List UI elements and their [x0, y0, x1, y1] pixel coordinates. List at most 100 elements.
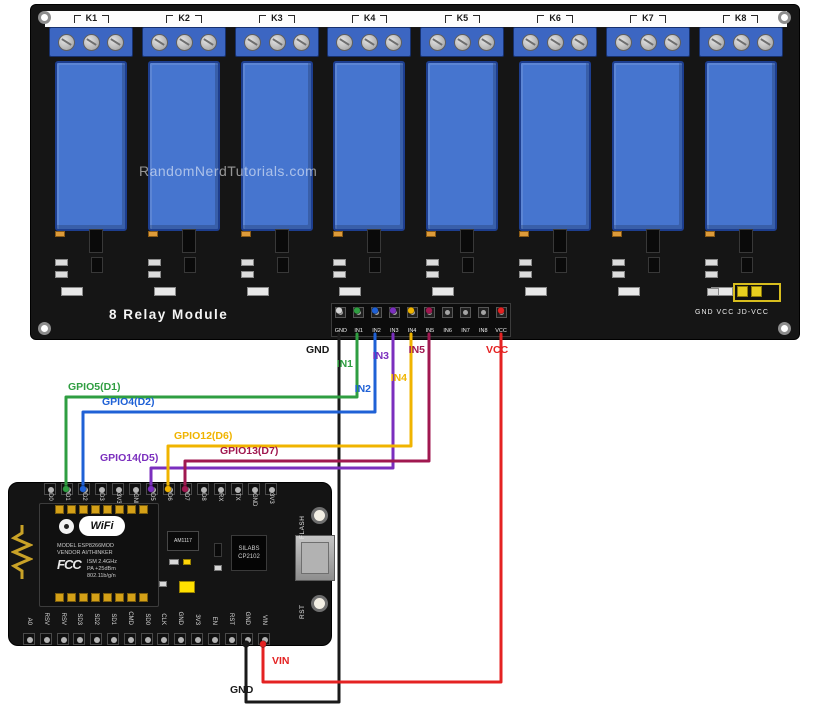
terminal-block [420, 27, 504, 57]
relay-label: K5 [456, 13, 469, 23]
pin-en: EN [208, 617, 220, 645]
pin-sd3: SD3 [73, 613, 85, 645]
terminal-screw [478, 33, 496, 51]
relay-top-strip: K1 K2 K3 K4 K5 K6 K7 K8 [45, 11, 787, 27]
terminal-block [327, 27, 411, 57]
pin-d6: D6 [163, 483, 175, 501]
pin-gnd-b2: GND [241, 612, 253, 645]
label-in2: IN2 [354, 383, 371, 395]
smd-led [333, 231, 343, 237]
pin-a0: A0 [23, 618, 35, 645]
relay-k6-label-cell: K6 [509, 11, 602, 27]
pin-d7: D7 [180, 483, 192, 501]
label-in3: IN3 [372, 350, 389, 362]
pin-in2: IN2 [368, 304, 386, 336]
pin-gnd2: GND [248, 483, 260, 506]
label-vin: VIN [272, 655, 290, 667]
terminal-screw [664, 33, 682, 51]
terminal-screw [57, 33, 75, 51]
pin-rst: RST [225, 613, 237, 645]
pin-gnd: GND [332, 304, 350, 336]
resistor [241, 271, 254, 278]
pin-pad [258, 633, 270, 645]
pin-rsv2: RSV [57, 613, 69, 645]
transistor [367, 229, 381, 253]
label-gpio13-d7: GPIO13(D7) [220, 445, 279, 457]
nodemcu-board: D0 D1 D2 D3 3V3 GND D5 D6 D7 D8 RX TX GN… [8, 482, 335, 646]
label-gpio4-d2: GPIO4(D2) [102, 396, 155, 408]
mounting-hole [38, 11, 51, 24]
pin-pad [23, 633, 35, 645]
wire-in3 [149, 332, 395, 491]
mounting-hole [38, 322, 51, 335]
pin-in6: IN6 [439, 304, 457, 336]
relay-k4-label-cell: K4 [323, 11, 416, 27]
terminal-screw [335, 33, 353, 51]
terminal-screw [546, 33, 564, 51]
relay-board-title: 8 Relay Module [109, 307, 229, 322]
pin-pad [442, 307, 454, 318]
pin-rsv1: RSV [40, 613, 52, 645]
pin-pad [141, 633, 153, 645]
terminal-screw [268, 33, 286, 51]
pin-d1: D1 [61, 483, 73, 501]
pin-vcc: VCC [492, 304, 510, 336]
pin-vin: VIN [258, 615, 270, 645]
resistor [705, 271, 718, 278]
transistor [184, 257, 196, 273]
mounting-hole [778, 11, 791, 24]
pin-pad [107, 633, 119, 645]
relay-channel-7 [606, 25, 690, 305]
pin-in1: IN1 [350, 304, 368, 336]
smd-led [55, 231, 65, 237]
jumper-cap [751, 286, 762, 297]
label-gnd-bottom: GND [230, 684, 254, 696]
relay-module-board: K1 K2 K3 K4 K5 K6 K7 K8 [30, 4, 800, 340]
transistor [462, 257, 474, 273]
label-gnd: GND [306, 344, 330, 356]
pcb-antenna [11, 525, 33, 579]
resistor [612, 271, 625, 278]
pin-pad [174, 633, 186, 645]
relay-label: K2 [178, 13, 190, 23]
pin-pad [90, 633, 102, 645]
smd-component [159, 581, 167, 587]
relay-label: K1 [85, 13, 98, 23]
pin-in5: IN5 [421, 304, 439, 336]
pin-3v3: 3V3 [112, 483, 124, 504]
smd-led [705, 231, 715, 237]
esp-wifi-std-text: 802.11b/g/n [87, 573, 116, 579]
smd-component [707, 288, 719, 296]
pin-pad [424, 307, 436, 318]
terminal-screw [639, 33, 657, 51]
relay-k7 [612, 61, 684, 231]
label-in4: IN4 [390, 372, 407, 384]
resistor [55, 259, 68, 266]
pin-pad [73, 633, 85, 645]
pin-sd1: SD1 [107, 613, 119, 645]
relay-label: K7 [642, 13, 654, 23]
terminal-block [49, 27, 133, 57]
terminal-screw [614, 33, 632, 51]
pin-in3: IN3 [385, 304, 403, 336]
terminal-screw [293, 33, 311, 51]
esp-vendor-text: VENDOR AI/THINKER [57, 550, 113, 556]
resistor [432, 287, 454, 296]
pin-pad [157, 633, 169, 645]
resistor [519, 259, 532, 266]
relay-k4 [333, 61, 405, 231]
terminal-screw [571, 33, 589, 51]
wifi-antenna-icon [59, 519, 74, 534]
esp-ism-text: ISM 2.4GHz [87, 559, 117, 565]
smd-led [148, 231, 158, 237]
pin-d0: D0 [44, 483, 56, 501]
watermark: RandomNerdTutorials.com [139, 163, 318, 179]
pin-d5: D5 [146, 483, 158, 501]
transistor [553, 229, 567, 253]
pin-gnd: GND [129, 483, 141, 506]
pin-pad [225, 633, 237, 645]
relay-k3 [241, 61, 313, 231]
relay-label: K6 [549, 13, 561, 23]
relay-k7-label-cell: K7 [602, 11, 695, 27]
smd-led [179, 581, 195, 593]
